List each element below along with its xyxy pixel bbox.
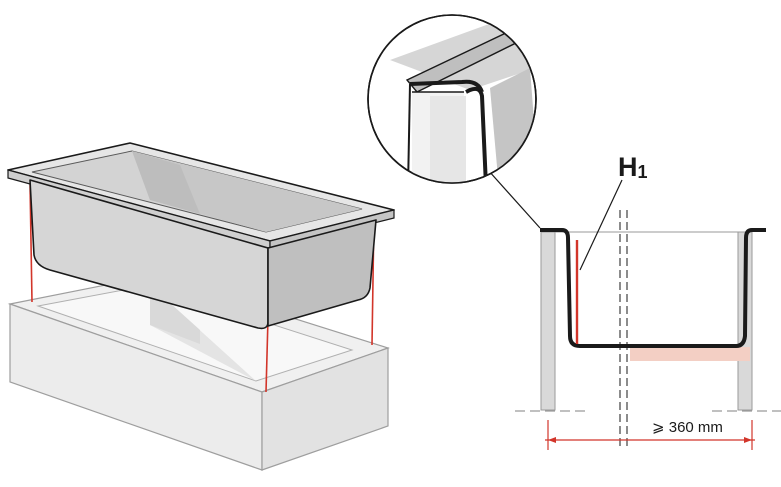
h1-leader-line xyxy=(579,179,623,271)
dimension-label: ⩾ 360 mm xyxy=(652,419,723,436)
magnified-rim-detail xyxy=(367,14,541,229)
left-support-wall xyxy=(540,231,556,411)
support-pad xyxy=(630,347,750,361)
tub-section-outline xyxy=(540,228,766,348)
h1-label: H1 xyxy=(618,152,648,182)
width-dimension xyxy=(545,420,755,450)
magnifier-leader-line xyxy=(487,169,541,229)
tub-surround xyxy=(7,274,390,471)
cross-section-view: H1 ⩾ 360 mm xyxy=(515,152,781,450)
bathtub xyxy=(7,142,395,330)
isometric-view xyxy=(7,142,395,471)
